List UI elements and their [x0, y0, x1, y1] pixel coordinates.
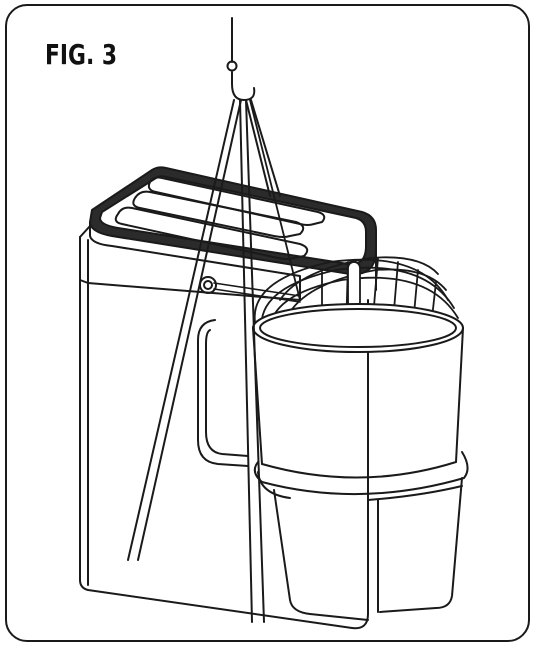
- figure-label: FIG. 3: [45, 38, 118, 71]
- mixing-bowl: [252, 303, 469, 499]
- figure-frame: [5, 4, 530, 642]
- mixer-body: [79, 225, 369, 630]
- hook-icon: [226, 17, 256, 101]
- control-lid: [89, 166, 377, 301]
- bowl-base: [273, 477, 463, 621]
- side-strap: [213, 282, 301, 303]
- lifting-sling-icon: [127, 99, 301, 623]
